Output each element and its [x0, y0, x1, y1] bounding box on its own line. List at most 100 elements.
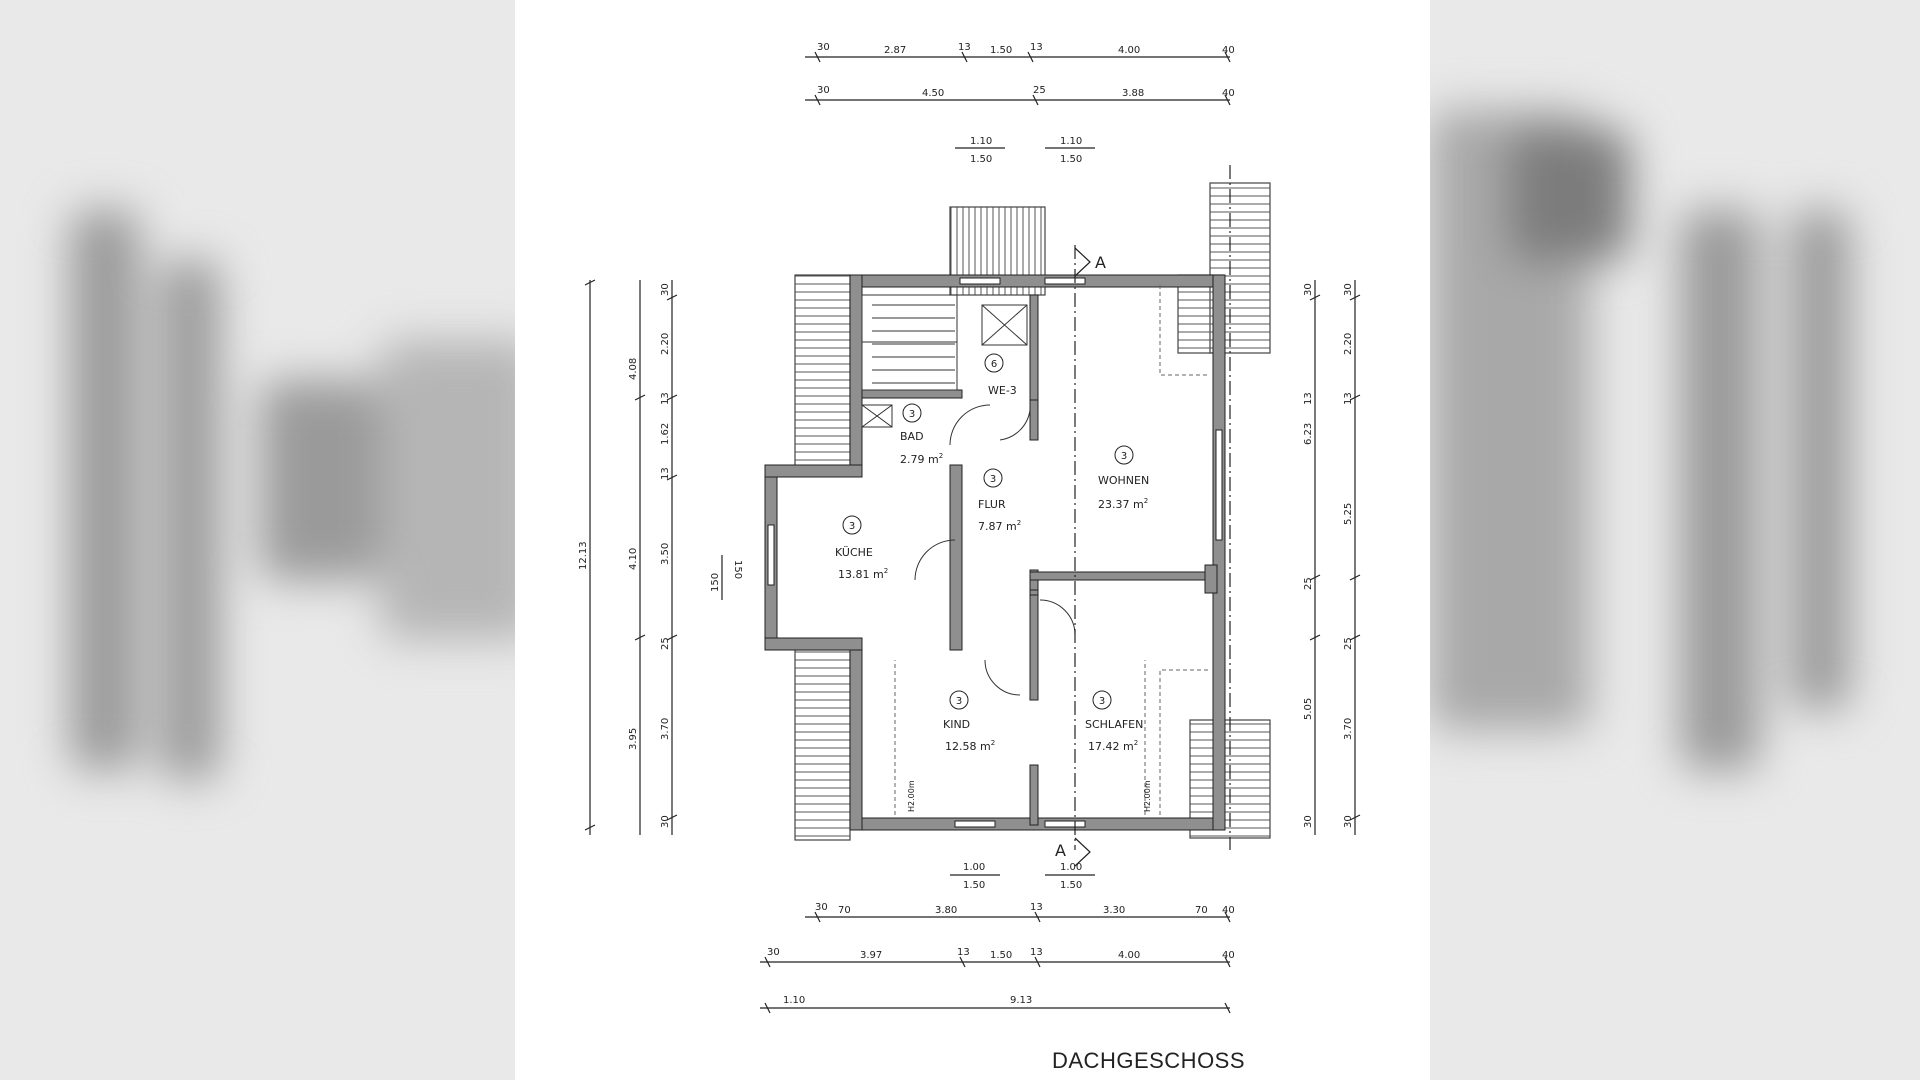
dim-bottom1-5: 70	[1195, 905, 1208, 916]
height-note-kind: H2.00m	[907, 780, 916, 812]
dim-top1-0: 30	[817, 42, 830, 53]
dim-bottom1-4: 3.30	[1103, 905, 1125, 916]
room-area-kueche-sup: 2	[884, 567, 888, 575]
room-area-kind-unit: m	[980, 740, 991, 753]
dimension-ticks	[584, 51, 1361, 1014]
room-area-wohnen-value: 23.37	[1098, 498, 1130, 511]
dim-bottom2-2: 13	[957, 947, 970, 958]
dim-left-inner-1: 2.20	[660, 333, 671, 355]
dim-top1-3: 1.50	[990, 45, 1012, 56]
dim-right-outer-3: 5.25	[1343, 503, 1354, 525]
room-area-bad-unit: m	[928, 453, 939, 466]
dimension-lines	[589, 56, 1356, 1009]
dim-bottom-window-left-a: 1.00	[963, 862, 985, 873]
room-area-schlafen-sup: 2	[1134, 739, 1138, 747]
dim-right-outer-5: 3.70	[1343, 718, 1354, 740]
dim-bottom2-4: 13	[1030, 947, 1043, 958]
windows	[767, 277, 1223, 828]
dim-left-mid-0: 4.08	[628, 358, 639, 380]
dim-top-window-right-b: 1.50	[1060, 154, 1082, 165]
dim-bottom1-1: 70	[838, 905, 851, 916]
dim-left-inner-7: 3.70	[660, 718, 671, 740]
dim-top1-1: 2.87	[884, 45, 906, 56]
room-marker-kueche: 3	[849, 521, 855, 532]
room-area-bad: 2.79 m2	[900, 452, 943, 466]
blurred-background-right	[1430, 0, 1920, 1080]
room-marker-schlafen: 3	[1099, 696, 1105, 707]
ceiling-slope-lines	[894, 285, 1210, 815]
dim-top1-4: 13	[1030, 42, 1043, 53]
shaft	[861, 304, 1028, 428]
room-area-flur-value: 7.87	[978, 520, 1003, 533]
room-marker-bad: 3	[909, 409, 915, 420]
section-line	[1074, 165, 1231, 850]
dim-top-window-right-a: 1.10	[1060, 136, 1082, 147]
plan-caption: DACHGESCHOSS	[1052, 1048, 1246, 1073]
room-area-wohnen: 23.37 m2	[1098, 497, 1148, 511]
room-name-wohnen: WOHNEN	[1098, 474, 1149, 487]
dim-left-inner-8: 30	[660, 815, 671, 828]
dim-left-inner-0: 30	[660, 283, 671, 296]
dim-right-small-3: 30	[1303, 815, 1314, 828]
dim-bottom2-3: 1.50	[990, 950, 1012, 961]
unit-label: WE-3	[988, 384, 1017, 397]
room-name-kueche: KÜCHE	[835, 546, 873, 559]
dim-right-outer-1: 2.20	[1343, 333, 1354, 355]
dim-left-inner-5: 3.50	[660, 543, 671, 565]
room-area-schlafen-value: 17.42	[1088, 740, 1120, 753]
dim-left-inner-6: 25	[660, 637, 671, 650]
dim-left-window-1: 150	[732, 560, 743, 579]
height-note-schlafen: H2.00m	[1143, 780, 1152, 812]
dim-right-outer-6: 30	[1343, 815, 1354, 828]
dim-left-total: 12.13	[578, 541, 589, 570]
room-area-wohnen-unit: m	[1133, 498, 1144, 511]
dim-bottom1-0: 30	[815, 902, 828, 913]
section-mark-bottom: A	[1055, 841, 1066, 860]
dim-right-outer-4: 25	[1343, 637, 1354, 650]
room-area-flur-sup: 2	[1017, 519, 1021, 527]
dim-left-inner-3: 1.62	[660, 423, 671, 445]
room-area-schlafen-unit: m	[1123, 740, 1134, 753]
dim-top1-2: 13	[958, 42, 971, 53]
dim-top2-2: 25	[1033, 85, 1046, 96]
door-swings	[914, 404, 1076, 696]
dim-bottom2-5: 4.00	[1118, 950, 1140, 961]
room-area-bad-value: 2.79	[900, 453, 925, 466]
dim-bottom2-1: 3.97	[860, 950, 882, 961]
dim-bottom3-1: 9.13	[1010, 995, 1032, 1006]
dim-left-mid-2: 3.95	[628, 728, 639, 750]
room-area-flur-unit: m	[1006, 520, 1017, 533]
room-marker-flur: 3	[990, 474, 996, 485]
dim-bottom1-6: 40	[1222, 905, 1235, 916]
dim-top-window-left-a: 1.10	[970, 136, 992, 147]
dim-bottom-window-right-a: 1.00	[1060, 862, 1082, 873]
section-arrows	[1074, 247, 1091, 867]
room-marker-wohnen: 3	[1121, 451, 1127, 462]
room-name-kind: KIND	[943, 718, 970, 731]
room-area-kueche-value: 13.81	[838, 568, 870, 581]
dim-top2-3: 3.88	[1122, 88, 1144, 99]
dim-right-small-0: 30	[1303, 283, 1314, 296]
room-area-flur: 7.87 m2	[978, 519, 1021, 533]
room-area-kind: 12.58 m2	[945, 739, 995, 753]
dim-bottom-window-left-b: 1.50	[963, 880, 985, 891]
dim-left-inner-2: 13	[660, 392, 671, 405]
dim-bottom3-0: 1.10	[783, 995, 805, 1006]
dim-top1-6: 40	[1222, 45, 1235, 56]
unit-marker: 6	[991, 359, 997, 370]
room-area-kueche: 13.81 m2	[838, 567, 888, 581]
dim-right-mid-0: 6.23	[1303, 423, 1314, 445]
room-marker-circles	[842, 353, 1134, 710]
dim-bottom2-0: 30	[767, 947, 780, 958]
room-area-kind-value: 12.58	[945, 740, 977, 753]
dim-left-window-0: 150	[710, 573, 721, 592]
blurred-background-left	[0, 0, 515, 1080]
dim-top2-4: 40	[1222, 88, 1235, 99]
room-marker-kind: 3	[956, 696, 962, 707]
dim-right-outer-2: 13	[1343, 392, 1354, 405]
plan-sheet	[515, 0, 1430, 1080]
room-area-bad-sup: 2	[939, 452, 943, 460]
room-area-kueche-unit: m	[873, 568, 884, 581]
dim-right-small-1: 13	[1303, 392, 1314, 405]
